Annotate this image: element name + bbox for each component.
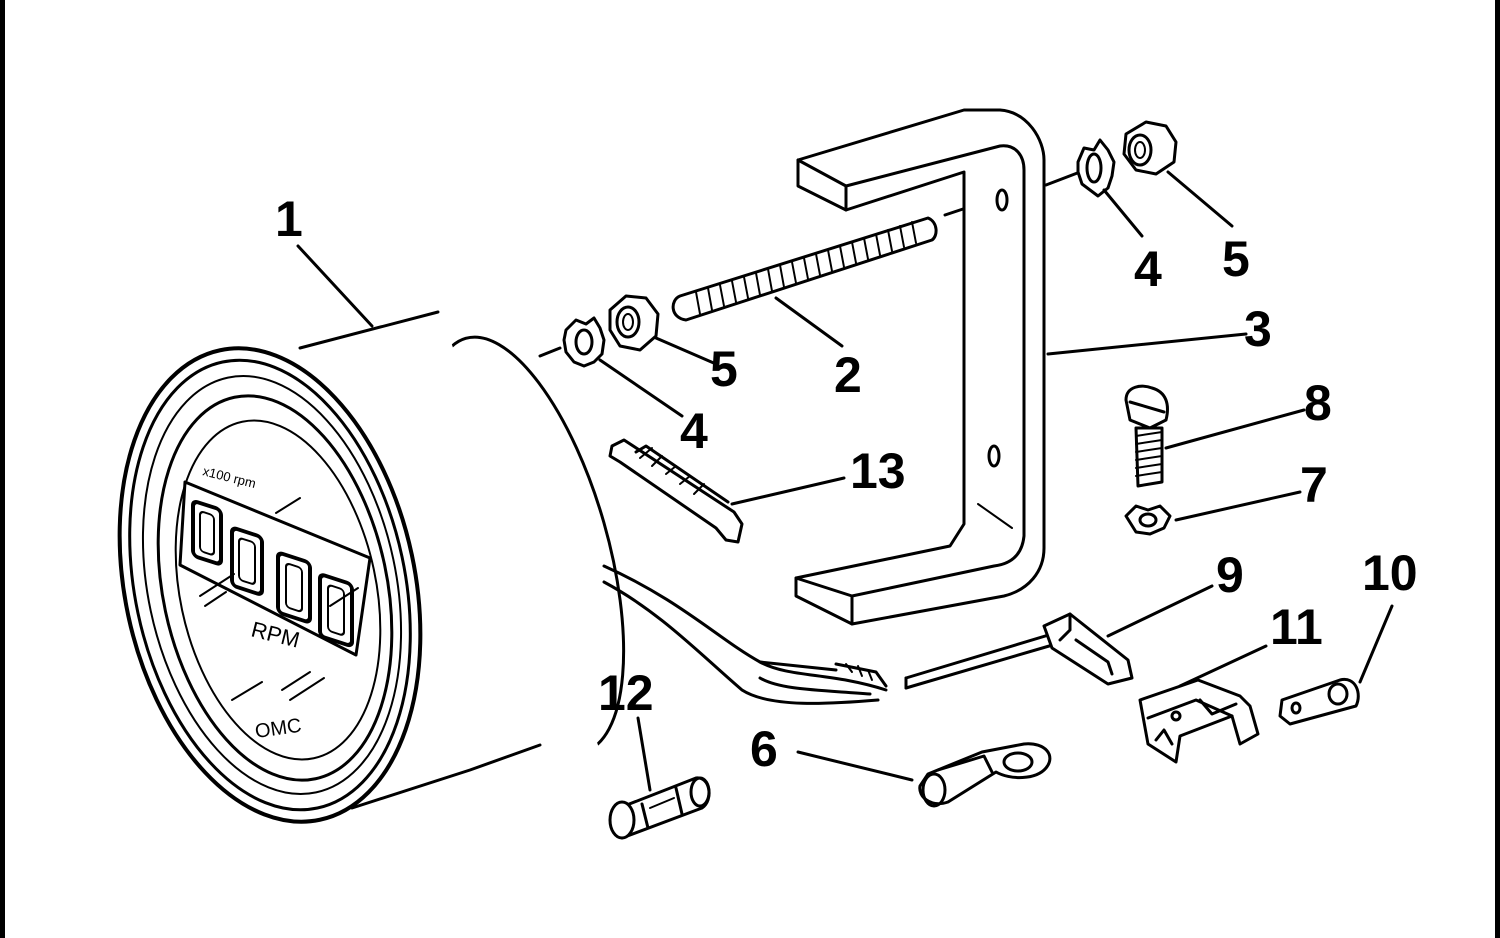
tachometer: x100 rpm RPM OMC (117, 310, 626, 824)
callout-7: 7 (1300, 457, 1328, 513)
wire-connector (904, 612, 1134, 690)
tachometer-body-top-edge (298, 310, 440, 350)
leader-5a (1166, 170, 1234, 228)
lock-washer-lower (562, 316, 606, 368)
lock-washer-upper (1076, 138, 1116, 198)
wire-harness (602, 564, 888, 705)
callout-4-lower: 4 (680, 403, 708, 459)
callout-9: 9 (1216, 547, 1244, 603)
callout-3: 3 (1244, 301, 1272, 357)
screw (1124, 384, 1169, 488)
leader-10 (1358, 604, 1394, 684)
fuse-holder-pin (608, 438, 744, 544)
bracket-hole-lower (987, 444, 1001, 468)
callout-6: 6 (750, 721, 778, 777)
bracket-hole-upper (995, 188, 1009, 212)
tachometer-body-bottom-edge (350, 743, 542, 810)
callout-1: 1 (275, 191, 303, 247)
leader-11 (1178, 644, 1268, 688)
callout-13: 13 (850, 443, 906, 499)
tachometer-dial-face (174, 419, 382, 761)
leader-5b (654, 336, 718, 366)
callout-10: 10 (1362, 545, 1418, 601)
callout-numbers: 1 2 3 4 4 5 5 6 7 8 9 10 11 12 13 (275, 191, 1418, 777)
tachometer-display-window (178, 480, 372, 657)
tachometer-bezel-ring (128, 358, 412, 812)
leader-9 (1106, 584, 1214, 638)
callout-5-upper: 5 (1222, 231, 1250, 287)
tachometer-lens (156, 394, 394, 782)
callout-12: 12 (598, 665, 654, 721)
threaded-stud (671, 198, 992, 322)
leader-12 (636, 716, 652, 792)
leader-4b (598, 358, 684, 418)
star-washer (1124, 504, 1172, 536)
fuse (608, 776, 711, 840)
ring-terminal (918, 742, 1052, 808)
mounting-bracket (794, 108, 1046, 626)
leader-6 (796, 750, 914, 782)
leader-13 (730, 476, 846, 506)
hex-nut-lower (608, 294, 660, 352)
display-digits (191, 499, 354, 648)
leader-2 (774, 296, 844, 348)
callout-2: 2 (834, 347, 862, 403)
terminal-tab (1278, 677, 1360, 726)
callout-5-lower: 5 (710, 341, 738, 397)
bracket-clip (1138, 678, 1260, 764)
leader-1 (296, 244, 374, 328)
callout-11: 11 (1270, 599, 1323, 655)
leader-4a (1102, 188, 1144, 238)
leader-3 (1046, 332, 1248, 356)
leader-7 (1174, 490, 1302, 522)
leader-8 (1164, 408, 1306, 450)
callout-8: 8 (1304, 375, 1332, 431)
leader-lines (296, 170, 1394, 792)
hex-nut-upper (1122, 120, 1178, 176)
callout-4-upper: 4 (1134, 241, 1162, 297)
